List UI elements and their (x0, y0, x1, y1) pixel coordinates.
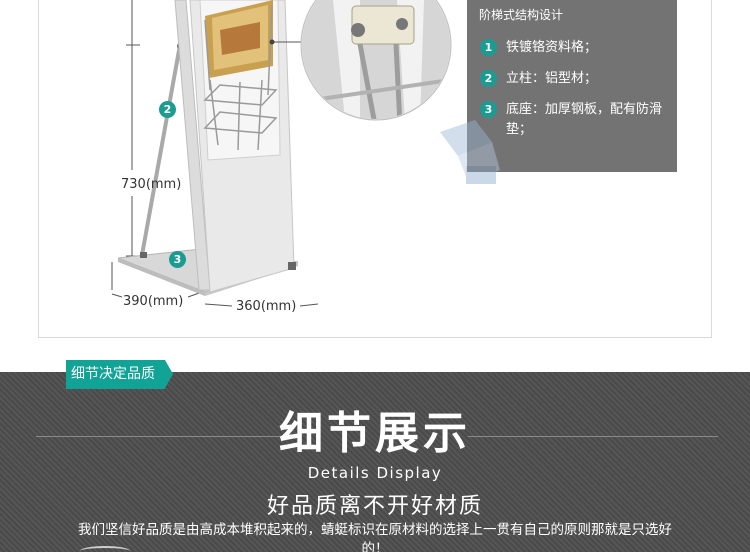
stand-marker-base: 3 (169, 251, 186, 268)
feature-item: 2 立柱：铝型材； (480, 69, 666, 89)
height-dimension-label: 730(mm) (121, 177, 182, 192)
feature-text: 底座：加厚钢板，配有防滑垫； (506, 102, 663, 137)
section-slogan: 好品质离不开好材质 (266, 494, 483, 519)
width-dimension-label: 390(mm) (123, 294, 184, 309)
feature-item: 3 底座：加厚钢板，配有防滑垫； (480, 100, 666, 140)
feature-panel: 阶梯式结构设计 1 铁镀铬资料格； 2 立柱：铝型材； 3 底座：加厚钢板，配有… (467, 0, 677, 172)
product-section: 730(mm) 390(mm) 360(mm) 2 3 阶梯式结构设计 1 铁镀… (38, 0, 712, 338)
decorative-arc (80, 546, 130, 552)
feature-heading: 阶梯式结构设计 (479, 8, 564, 22)
feature-text: 立柱：铝型材； (506, 71, 598, 86)
feature-number-badge: 3 (480, 101, 497, 118)
brand-watermark-logo (440, 120, 500, 184)
feature-number-badge: 2 (480, 70, 497, 87)
divider-right (468, 436, 718, 437)
brochure-stand-illustration (111, 0, 452, 307)
depth-dimension-label: 360(mm) (236, 299, 297, 314)
details-banner: 细节展示 Details Display 好品质离不开好材质 我们坚信好品质是由… (0, 372, 750, 552)
stand-marker-post: 2 (159, 101, 176, 118)
section-tag: 细节决定品质 (66, 360, 173, 389)
feature-text: 铁镀铬资料格； (506, 40, 598, 55)
divider-left (36, 436, 282, 437)
section-title: 细节展示 (279, 408, 471, 459)
section-subtitle: Details Display (307, 464, 443, 482)
feature-item: 1 铁镀铬资料格； (480, 38, 666, 58)
feature-number-badge: 1 (480, 39, 497, 56)
section-body-text: 我们坚信好品质是由高成本堆积起来的，蜻蜓标识在原材料的选择上一贯有自己的原则那就… (78, 522, 672, 552)
product-frame (38, 0, 712, 338)
